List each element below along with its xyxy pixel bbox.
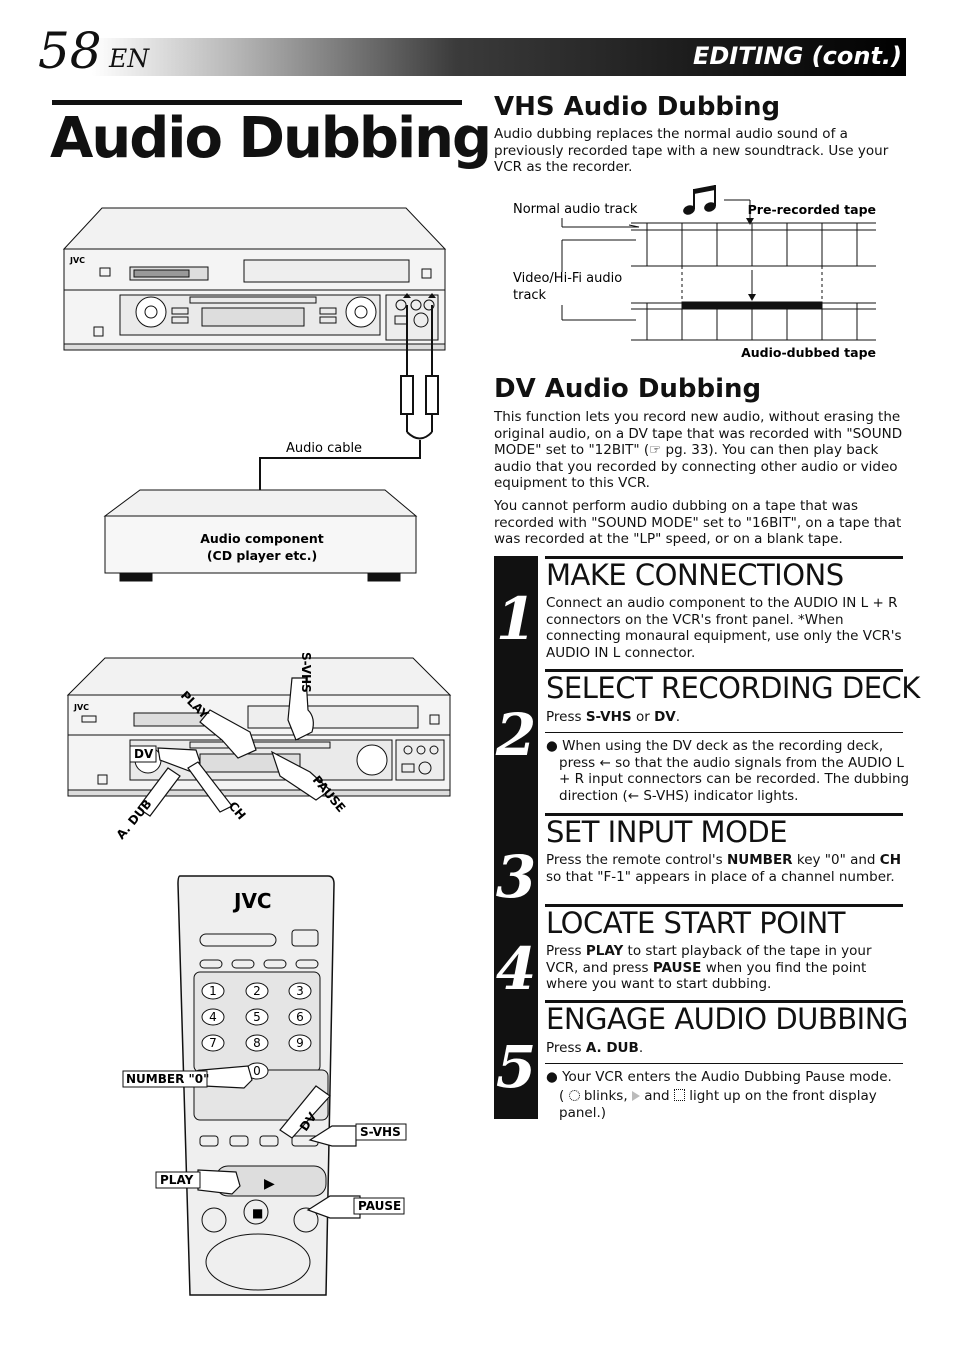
step-4-number: 4 xyxy=(495,935,537,1003)
step-2-rule xyxy=(545,669,903,672)
component-label-2: (CD player etc.) xyxy=(207,548,317,563)
play-callout-box xyxy=(155,1171,201,1189)
step-4-text: Press PLAY to start playback of the tape… xyxy=(546,943,872,992)
svhs-remote-callout: S-VHS xyxy=(360,1125,401,1139)
pre-recorded-label: Pre-recorded tape xyxy=(748,202,876,217)
dv-heading: DV Audio Dubbing xyxy=(494,374,762,404)
video-track-label-1: Video/Hi-Fi audio xyxy=(513,271,622,286)
dv-text-2: You cannot perform audio dubbing on a ta… xyxy=(494,498,902,547)
audio-cable xyxy=(259,305,439,490)
svg-text:JVC: JVC xyxy=(73,703,89,712)
svg-text:8: 8 xyxy=(253,1036,261,1050)
music-notes-icon xyxy=(683,185,716,215)
svg-text:4: 4 xyxy=(209,1010,217,1024)
step-1-title: MAKE CONNECTIONS xyxy=(546,558,844,592)
vcr-connection-illustration: JVC Audio cable Audio component (CD play… xyxy=(62,207,447,582)
step-4-title: LOCATE START POINT xyxy=(546,906,846,940)
step-3-title: SET INPUT MODE xyxy=(546,815,788,849)
title-rule xyxy=(52,100,462,105)
step-5-text: Press A. DUB. xyxy=(546,1040,644,1056)
svhs-callout: S-VHS xyxy=(299,652,313,693)
remote-brand: JVC xyxy=(232,889,272,913)
step-2-text: Press S-VHS or DV. xyxy=(546,709,681,725)
step-5-number: 5 xyxy=(495,1033,537,1101)
step-3-rule xyxy=(545,813,903,816)
dv-callout-box xyxy=(129,745,157,763)
adub-callout: A. DUB xyxy=(114,797,155,842)
pre-recorded-tape xyxy=(631,222,876,267)
number0-callout-box xyxy=(122,1070,208,1088)
audio-component xyxy=(103,489,418,582)
svg-text:7: 7 xyxy=(209,1036,217,1050)
step-5-note: ( blinks, and light up on the front disp… xyxy=(559,1088,877,1121)
audio-dubbed-label: Audio-dubbed tape xyxy=(741,345,876,360)
dv-text-1: This function lets you record new audio,… xyxy=(494,409,903,491)
step-1-rule xyxy=(545,556,903,559)
pointing-hand-icons xyxy=(197,1065,361,1219)
number0-callout: NUMBER "0" xyxy=(126,1072,209,1086)
vhs-heading: VHS Audio Dubbing xyxy=(494,92,781,122)
step-1-number: 1 xyxy=(495,585,537,653)
step-1-text: Connect an audio component to the AUDIO … xyxy=(546,595,902,661)
video-track-label-2: track xyxy=(513,288,547,303)
audio-dubbed-tape xyxy=(631,301,876,341)
step-2-bullet: ● When using the DV deck as the recordin… xyxy=(546,738,910,804)
play-remote-callout: PLAY xyxy=(160,1173,194,1187)
svg-text:2: 2 xyxy=(253,984,261,998)
stop-symbol-icon: ■ xyxy=(252,1206,263,1220)
pause-indicator-icon xyxy=(673,1089,685,1101)
step-2-number: 2 xyxy=(495,701,537,769)
dv-callout: DV xyxy=(134,747,154,761)
clock-indicator-icon xyxy=(568,1090,580,1101)
number-keys: 1 2 3 4 5 6 7 8 9 0 xyxy=(201,982,312,1080)
header-bar xyxy=(40,38,906,76)
pointing-hand-icons xyxy=(137,677,331,817)
svg-text:3: 3 xyxy=(296,984,304,998)
section-title: EDITING (cont.) xyxy=(692,42,902,70)
svg-text:5: 5 xyxy=(253,1010,261,1024)
page-language: EN xyxy=(109,44,150,73)
svg-text:6: 6 xyxy=(296,1010,304,1024)
page-title: Audio Dubbing xyxy=(50,106,492,171)
svg-text:1: 1 xyxy=(209,984,217,998)
component-label-1: Audio component xyxy=(200,531,324,546)
pause-remote-callout: PAUSE xyxy=(358,1199,401,1213)
svhs-callout-box xyxy=(355,1123,407,1141)
audio-cable-label: Audio cable xyxy=(286,441,362,456)
pause-callout-box xyxy=(353,1197,405,1215)
step-5-rule xyxy=(545,1000,903,1003)
normal-track-label: Normal audio track xyxy=(513,202,638,217)
step-4-rule xyxy=(545,904,903,907)
step-3-number: 3 xyxy=(495,843,537,911)
step-2-title: SELECT RECORDING DECK xyxy=(546,671,920,705)
play-indicator-icon xyxy=(631,1091,640,1101)
audio-track-diagram: Normal audio track Video/Hi-Fi audio tra… xyxy=(513,185,876,360)
vcr-front-panel-illustration: JVC PLAY S-VHS DV A. DUB CH PAUSE xyxy=(66,652,452,842)
step-number-column xyxy=(494,556,538,1119)
step-5-divider xyxy=(545,1063,903,1064)
vcr-unit xyxy=(62,207,447,351)
play-symbol-icon: ▶ xyxy=(264,1176,275,1192)
step-3-text: Press the remote control's NUMBER key "0… xyxy=(546,852,901,885)
page-number: 58 xyxy=(38,22,102,80)
svg-text:0: 0 xyxy=(253,1064,261,1078)
step-5-title: ENGAGE AUDIO DUBBING xyxy=(546,1002,908,1036)
step-5-bullet: ● Your VCR enters the Audio Dubbing Paus… xyxy=(546,1069,892,1085)
vhs-text: Audio dubbing replaces the normal audio … xyxy=(494,126,889,175)
remote-control-illustration: JVC 1 2 3 4 5 6 7 8 xyxy=(122,875,407,1296)
svg-text:JVC: JVC xyxy=(69,256,85,265)
step-2-divider xyxy=(545,732,903,733)
svg-text:9: 9 xyxy=(296,1036,304,1050)
